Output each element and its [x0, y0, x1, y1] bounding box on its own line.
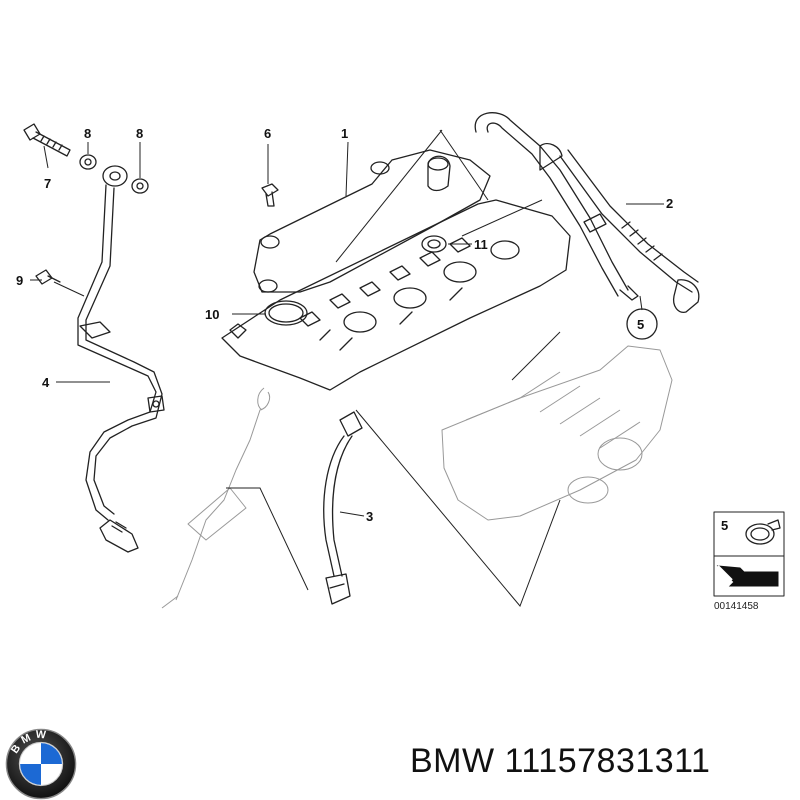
callout-10: 10: [205, 307, 219, 322]
callout-7: 7: [44, 176, 51, 191]
callout-3: 3: [366, 509, 373, 524]
direction-arrow-icon: [716, 565, 779, 587]
intake-manifold-outline: [441, 345, 673, 521]
seal-11: [421, 235, 447, 253]
washer-8-left: [79, 154, 97, 170]
bolt-6: [261, 183, 279, 207]
guide-tube-4: [77, 165, 165, 553]
callout-8-right: 8: [136, 126, 143, 141]
cylinder-head-cover-1: [253, 149, 491, 293]
hose-3: [323, 411, 363, 605]
callout-5: 5: [637, 317, 644, 332]
gasket-10: [264, 300, 308, 326]
callout-9: 9: [16, 273, 23, 288]
washer-8-right: [131, 178, 149, 194]
callout-11: 11: [474, 237, 488, 252]
callout-4: 4: [42, 375, 50, 390]
callout-8-left: 8: [84, 126, 91, 141]
part-number-label: BMW 11157831311: [410, 742, 711, 780]
assembly-guide-lines: [226, 129, 561, 607]
hose-clamp-icon: [745, 519, 781, 545]
callout-6: 6: [264, 126, 271, 141]
bolt-7: [23, 123, 71, 157]
bmw-roundel-icon: BMW: [5, 729, 77, 800]
callout-1: 1: [341, 126, 348, 141]
screw-9: [35, 269, 61, 285]
callout-2: 2: [666, 196, 673, 211]
dipstick-outline: [161, 387, 271, 609]
diagram-reference-number: 00141458: [714, 601, 759, 612]
legend-callout-5: 5: [721, 518, 728, 533]
legend-box: 5 00141458: [713, 511, 785, 612]
valve-cover-base: [221, 199, 571, 391]
vent-hose-2: [474, 112, 700, 313]
callout-5-circle: [626, 308, 658, 340]
callout-leaders: [30, 141, 664, 517]
